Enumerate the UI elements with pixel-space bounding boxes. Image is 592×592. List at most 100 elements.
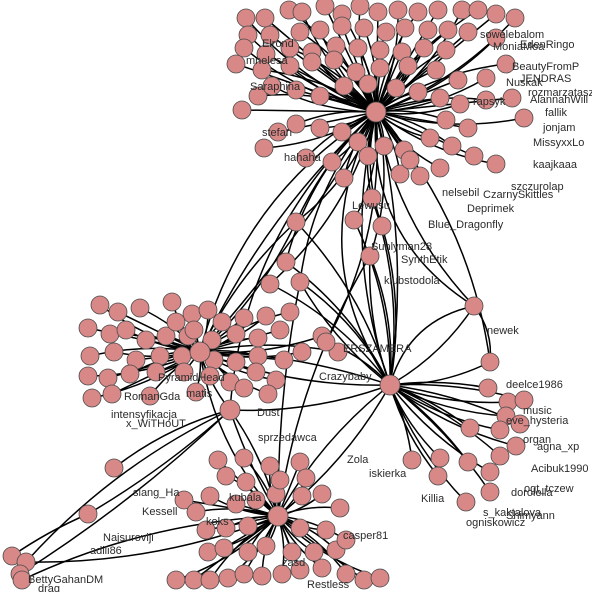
graph-node[interactable] [286, 80, 306, 100]
graph-node[interactable] [80, 346, 100, 366]
graph-node[interactable] [286, 114, 306, 134]
graph-node[interactable] [208, 450, 228, 470]
graph-node[interactable] [458, 22, 478, 42]
graph-node[interactable] [198, 542, 218, 562]
graph-node[interactable] [104, 342, 124, 362]
graph-node[interactable] [398, 56, 418, 76]
graph-node[interactable] [376, 22, 396, 42]
graph-node[interactable] [234, 308, 254, 328]
graph-node[interactable] [372, 216, 392, 236]
graph-node[interactable] [514, 108, 534, 128]
graph-node[interactable] [174, 362, 194, 382]
graph-node[interactable] [248, 328, 268, 348]
graph-node[interactable] [468, 0, 488, 20]
graph-node[interactable] [334, 168, 354, 188]
graph-node[interactable] [354, 570, 374, 590]
graph-node[interactable] [218, 568, 238, 588]
graph-node[interactable] [174, 490, 194, 510]
graph-node[interactable] [420, 128, 440, 148]
graph-node[interactable] [78, 318, 98, 338]
graph-node[interactable] [354, 18, 374, 38]
graph-node[interactable] [232, 100, 252, 120]
graph-node[interactable] [267, 505, 289, 527]
graph-node[interactable] [140, 386, 160, 406]
graph-node[interactable] [236, 8, 256, 28]
graph-node[interactable] [388, 0, 408, 20]
graph-node[interactable] [365, 101, 387, 123]
graph-node[interactable] [450, 94, 470, 114]
graph-node[interactable] [310, 86, 330, 106]
graph-node[interactable] [430, 88, 450, 108]
graph-node[interactable] [514, 390, 534, 410]
graph-node[interactable] [108, 302, 128, 322]
graph-node[interactable] [302, 52, 322, 72]
graph-node[interactable] [480, 482, 500, 502]
graph-node[interactable] [370, 58, 390, 78]
graph-node[interactable] [486, 154, 506, 174]
graph-node[interactable] [386, 78, 406, 98]
graph-node[interactable] [90, 295, 110, 315]
graph-node[interactable] [260, 25, 280, 45]
graph-node[interactable] [438, 20, 458, 40]
graph-node[interactable] [414, 38, 434, 58]
graph-node[interactable] [448, 70, 468, 90]
graph-node[interactable] [100, 324, 120, 344]
graph-node[interactable] [292, 342, 312, 362]
graph-node[interactable] [304, 542, 324, 562]
graph-node[interactable] [186, 382, 206, 402]
graph-node[interactable] [458, 118, 478, 138]
graph-node[interactable] [282, 542, 302, 562]
graph-node[interactable] [104, 458, 124, 478]
graph-node[interactable] [374, 136, 394, 156]
graph-node[interactable] [358, 146, 378, 166]
graph-node[interactable] [310, 118, 330, 138]
graph-node[interactable] [226, 494, 246, 514]
graph-node[interactable] [216, 466, 236, 486]
graph-node[interactable] [274, 350, 294, 370]
graph-node[interactable] [370, 40, 390, 60]
graph-node[interactable] [360, 246, 380, 266]
graph-node[interactable] [490, 446, 510, 466]
graph-node[interactable] [212, 312, 232, 332]
graph-node[interactable] [348, 132, 368, 152]
graph-node[interactable] [379, 374, 401, 396]
graph-node[interactable] [346, 62, 366, 82]
graph-node[interactable] [286, 212, 306, 232]
graph-node[interactable] [312, 558, 332, 578]
graph-node[interactable] [368, 2, 388, 22]
graph-node[interactable] [292, 486, 312, 506]
graph-node[interactable] [458, 452, 478, 472]
graph-node[interactable] [200, 366, 220, 386]
graph-node[interactable] [120, 364, 140, 384]
graph-node[interactable] [292, 2, 312, 22]
graph-node[interactable] [402, 450, 422, 470]
graph-node[interactable] [290, 272, 310, 292]
graph-node[interactable] [258, 384, 278, 404]
graph-node[interactable] [166, 312, 186, 332]
graph-node[interactable] [246, 490, 266, 510]
graph-node[interactable] [270, 320, 290, 340]
graph-node[interactable] [452, 0, 472, 20]
graph-node[interactable] [238, 516, 258, 536]
graph-node[interactable] [260, 456, 280, 476]
graph-node[interactable] [456, 492, 476, 512]
graph-node[interactable] [410, 166, 430, 186]
graph-node[interactable] [189, 341, 211, 363]
graph-node[interactable] [262, 76, 282, 96]
graph-node[interactable] [290, 22, 310, 42]
graph-node[interactable] [310, 20, 330, 40]
graph-node[interactable] [490, 420, 510, 440]
graph-node[interactable] [506, 436, 526, 456]
graph-node[interactable] [280, 56, 300, 76]
graph-node[interactable] [248, 346, 268, 366]
graph-node[interactable] [315, 0, 335, 16]
graph-node[interactable] [146, 362, 166, 382]
graph-node[interactable] [408, 2, 428, 22]
graph-node[interactable] [430, 448, 450, 468]
graph-node[interactable] [358, 74, 378, 94]
graph-node[interactable] [442, 136, 462, 156]
graph-node[interactable] [272, 564, 292, 584]
graph-node[interactable] [296, 468, 316, 488]
graph-node[interactable] [254, 138, 274, 158]
graph-node[interactable] [276, 252, 296, 272]
